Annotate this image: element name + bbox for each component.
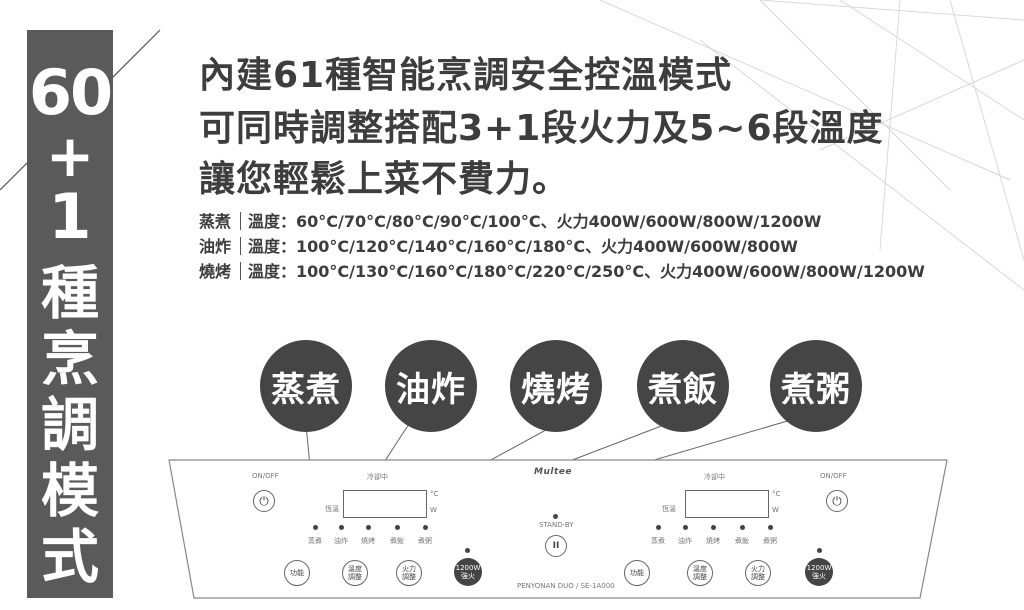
divider — [240, 262, 242, 280]
indicator-dot — [465, 548, 470, 553]
boost-button[interactable]: 1200W 強火 — [454, 558, 482, 586]
mode-label: 煮飯 — [390, 537, 404, 545]
unit-w: W — [772, 506, 779, 514]
brand-logo: Multee — [534, 467, 572, 477]
headline-line-1: 內建61種智能烹調安全控溫模式 — [199, 55, 733, 96]
mode-label: 煮飯 — [735, 537, 749, 545]
onoff-label: ON/OFF — [820, 472, 847, 480]
side-char: 種 — [40, 259, 99, 327]
side-char: 式 — [40, 523, 99, 591]
temp-adjust-button[interactable]: 溫度 調整 — [342, 560, 368, 586]
mode-label: 油炸 — [334, 537, 348, 545]
spec-mode: 燒烤 — [199, 262, 232, 281]
mode-circle-grill: 燒烤 — [510, 340, 602, 432]
indicator-dot — [740, 525, 745, 530]
side-number-1: 1 — [48, 180, 92, 253]
spec-row: 燒烤溫度：100°C/130°C/160°C/180°C/220°C/250°C… — [199, 258, 925, 282]
spec-mode: 油炸 — [199, 237, 232, 256]
indicator-dot — [339, 525, 344, 530]
indicator-dot — [313, 525, 318, 530]
indicator-dot — [553, 514, 558, 519]
mode-circle-rice: 煮飯 — [637, 340, 729, 432]
cooktop-panel: ON/OFF ⏻ 冷卻中 恆溫 °C W 蒸煮 油炸 燒烤 煮飯 煮粥 功能 溫… — [167, 458, 947, 598]
left-display — [343, 490, 427, 518]
right-display — [685, 490, 769, 518]
temp-tag: 恆溫 — [662, 505, 676, 513]
power-icon[interactable]: ⏻ — [826, 490, 848, 512]
mode-circle-steam: 蒸煮 — [260, 340, 352, 432]
indicator-dot — [423, 525, 428, 530]
divider — [240, 212, 242, 230]
function-button[interactable]: 功能 — [624, 560, 650, 586]
headline-line-2: 可同時調整搭配3+1段火力及5~6段溫度 — [199, 108, 884, 149]
spec-detail: 溫度：100°C/130°C/160°C/180°C/220°C/250°C、火… — [248, 262, 925, 281]
onoff-label: ON/OFF — [252, 472, 279, 480]
indicator-dot — [711, 525, 716, 530]
spec-detail: 溫度：100°C/120°C/140°C/160°C/180°C、火力400W/… — [248, 237, 798, 256]
keep-warm-label: 冷卻中 — [704, 473, 725, 481]
power-adjust-button[interactable]: 火力 調整 — [745, 560, 771, 586]
unit-c: °C — [430, 490, 439, 498]
temp-tag: 恆溫 — [325, 505, 339, 513]
standby-label: STAND-BY — [539, 521, 574, 529]
indicator-dot — [395, 525, 400, 530]
mode-circle-congee: 煮粥 — [770, 340, 862, 432]
temp-adjust-button[interactable]: 溫度 調整 — [687, 560, 713, 586]
divider — [240, 237, 242, 255]
power-icon[interactable]: ⏻ — [253, 490, 275, 512]
keep-warm-label: 冷卻中 — [367, 473, 388, 481]
indicator-dot — [768, 525, 773, 530]
boost-button[interactable]: 1200W 強火 — [805, 558, 833, 586]
side-char: 調 — [40, 391, 99, 459]
pause-icon[interactable]: II — [545, 535, 567, 557]
model-label: PENYONAN DUO / SE-1A000 — [517, 582, 615, 590]
power-adjust-button[interactable]: 火力 調整 — [396, 560, 422, 586]
spec-mode: 蒸煮 — [199, 212, 232, 231]
side-banner — [27, 30, 113, 598]
side-char: 模 — [40, 457, 99, 525]
unit-c: °C — [772, 490, 781, 498]
mode-label: 煮粥 — [763, 537, 777, 545]
indicator-dot — [683, 525, 688, 530]
spec-row: 蒸煮溫度：60°C/70°C/80°C/90°C/100°C、火力400W/60… — [199, 208, 821, 232]
mode-label: 燒烤 — [361, 537, 375, 545]
spec-detail: 溫度：60°C/70°C/80°C/90°C/100°C、火力400W/600W… — [248, 212, 822, 231]
unit-w: W — [430, 506, 437, 514]
mode-label: 煮粥 — [418, 537, 432, 545]
side-number-60: 60 — [28, 56, 113, 129]
side-plus: + — [45, 122, 95, 190]
function-button[interactable]: 功能 — [284, 560, 310, 586]
headline-line-3: 讓您輕鬆上菜不費力。 — [199, 159, 570, 200]
mode-label: 蒸煮 — [651, 537, 665, 545]
indicator-dot — [817, 548, 822, 553]
mode-label: 蒸煮 — [308, 537, 322, 545]
mode-label: 油炸 — [678, 537, 692, 545]
mode-label: 燒烤 — [706, 537, 720, 545]
indicator-dot — [366, 525, 371, 530]
spec-row: 油炸溫度：100°C/120°C/140°C/160°C/180°C、火力400… — [199, 233, 798, 257]
mode-circle-fry: 油炸 — [385, 340, 477, 432]
side-char: 烹 — [40, 325, 99, 393]
indicator-dot — [656, 525, 661, 530]
